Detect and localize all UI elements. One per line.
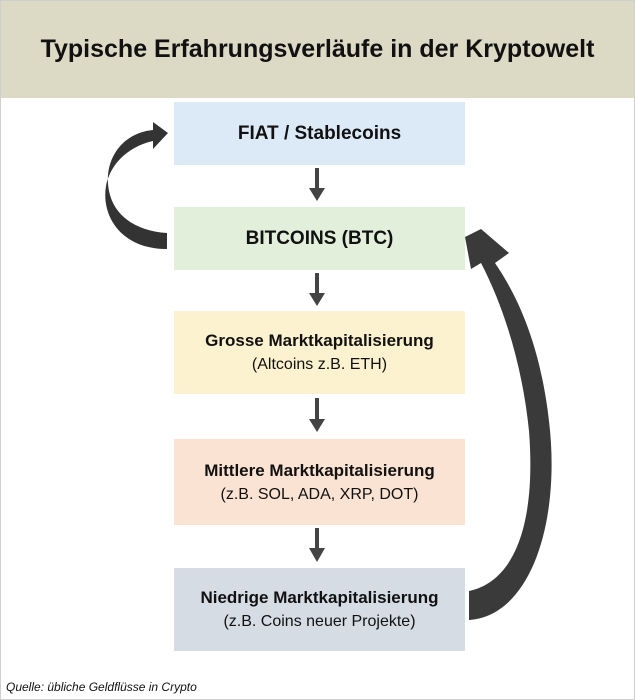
diagram-title: Typische Erfahrungsverläufe in der Krypt… (40, 35, 595, 63)
down-arrows (309, 168, 325, 562)
down-arrow-icon (309, 398, 325, 432)
box-title: Mittlere Marktkapitalisierung (204, 460, 435, 480)
down-arrow-icon (309, 168, 325, 201)
curved-arrow-lowcap-to-bitcoin-icon (465, 229, 552, 620)
box-title: FIAT / Stablecoins (237, 122, 402, 144)
box-title: BITCOINS (BTC) (245, 227, 394, 249)
header-bar: Typische Erfahrungsverläufe in der Krypt… (1, 1, 634, 98)
box-title: Niedrige Marktkapitalisierung (200, 588, 439, 607)
box-low-cap: Niedrige Marktkapitalisierung (z.B. Coin… (174, 568, 465, 651)
box-fiat: FIAT / Stablecoins (174, 102, 465, 165)
box-title: Grosse Marktkapitalisierung (205, 331, 434, 350)
box-mid-cap: Mittlere Marktkapitalisierung (z.B. SOL,… (174, 439, 465, 525)
down-arrow-icon (309, 528, 325, 562)
box-subtitle: (z.B. Coins neuer Projekte) (223, 613, 416, 630)
box-subtitle: (Altcoins z.B. ETH) (251, 356, 388, 373)
box-large-cap: Grosse Marktkapitalisierung (Altcoins z.… (174, 311, 465, 394)
source-note: Quelle: übliche Geldflüsse in Crypto (6, 680, 197, 694)
down-arrow-icon (309, 273, 325, 306)
curved-arrow-bitcoin-to-fiat-icon (105, 122, 168, 249)
box-subtitle: (z.B. SOL, ADA, XRP, DOT) (220, 485, 419, 503)
box-bitcoin: BITCOINS (BTC) (174, 207, 465, 270)
